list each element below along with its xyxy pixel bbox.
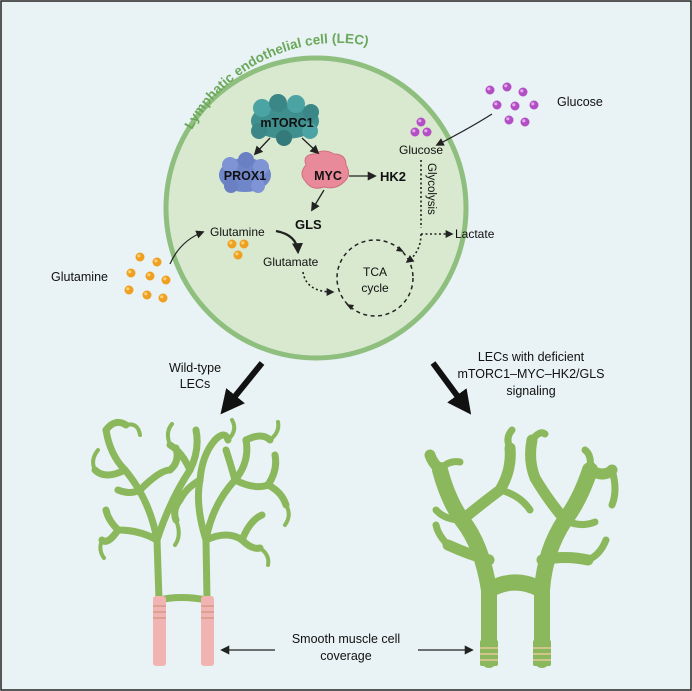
myc-label: MYC xyxy=(314,169,342,183)
glutamine-outside-label: Glutamine xyxy=(51,270,108,284)
wild-type-line2: LECs xyxy=(180,377,211,391)
tca-label-line2: cycle xyxy=(361,281,389,295)
arrow-wild-type xyxy=(220,361,265,415)
smc-label-line2: coverage xyxy=(320,649,371,663)
glycolysis-label: Glycolysis xyxy=(425,163,437,215)
tca-cycle-ring xyxy=(336,239,414,317)
arrow-glucose-uptake xyxy=(435,113,493,146)
arrow-mtorc1-myc xyxy=(301,137,320,155)
arrow-mtorc1-prox1 xyxy=(253,137,271,156)
wild-type-line1: Wild-type xyxy=(169,361,221,375)
glutamine-inside-label: Glutamine xyxy=(210,225,265,239)
deficient-line1: LECs with deficient xyxy=(478,350,585,364)
mtorc1-label: mTORC1 xyxy=(260,116,313,130)
tca-label-line1: TCA xyxy=(363,265,387,279)
hk2-label: HK2 xyxy=(380,169,406,184)
wild-type-smooth-muscle xyxy=(153,596,214,666)
gls-label: GLS xyxy=(295,217,322,232)
prox1-protein-icon xyxy=(219,152,271,193)
deficient-line3: signaling xyxy=(506,384,555,398)
deficient-smooth-muscle xyxy=(480,640,551,666)
deficient-line2: mTORC1–MYC–HK2/GLS xyxy=(457,367,604,381)
arrow-myc-gls xyxy=(311,189,325,212)
smc-label-line1: Smooth muscle cell xyxy=(292,632,400,646)
prox1-label: PROX1 xyxy=(224,169,266,183)
deficient-lymphatic-vessel-icon xyxy=(424,426,619,668)
arrow-glutamine-uptake xyxy=(169,230,205,265)
arrow-glutamine-glutamate xyxy=(275,229,303,255)
glutamate-label: Glutamate xyxy=(263,255,319,269)
arrow-deficient xyxy=(430,361,472,415)
glucose-outside-label: Glucose xyxy=(557,95,603,109)
glucose-inside-label: Glucose xyxy=(399,143,443,157)
mtorc1-complex-icon xyxy=(251,94,319,146)
wild-type-lymphatic-vessel-icon xyxy=(91,418,291,604)
lactate-label: Lactate xyxy=(455,227,495,241)
